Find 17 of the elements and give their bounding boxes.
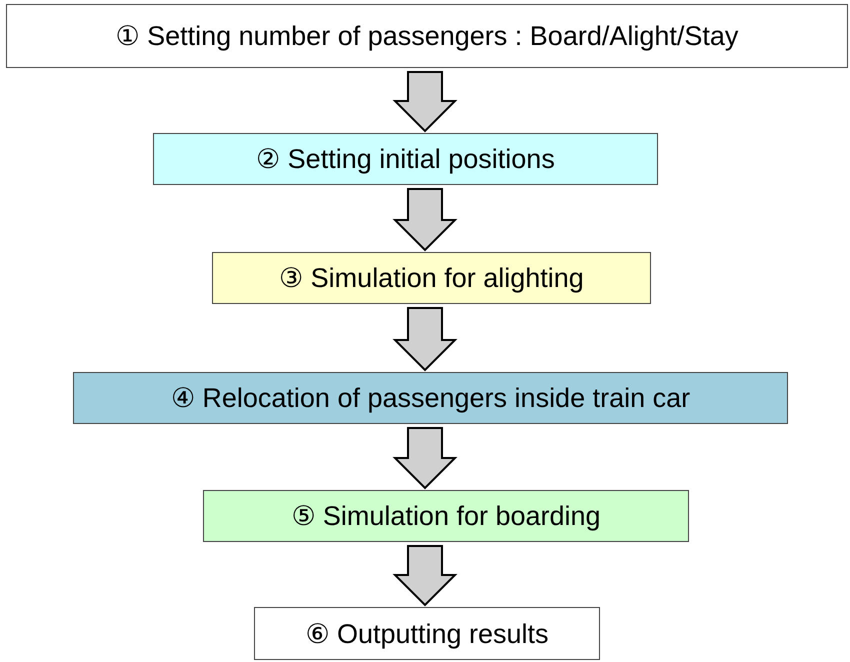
- step-label: ② Setting initial positions: [256, 143, 555, 175]
- block-arrow: [392, 71, 458, 132]
- block-arrow: [392, 427, 458, 490]
- step-label: ④ Relocation of passengers inside train car: [170, 382, 690, 414]
- step-label: ③ Simulation for alighting: [279, 262, 584, 294]
- step-label: ⑥ Outputting results: [305, 618, 549, 650]
- step-label: ① Setting number of passengers : Board/Alight/Stay: [116, 20, 738, 52]
- process-box: [212, 252, 651, 304]
- step-label: ⑤ Simulation for boarding: [291, 500, 601, 532]
- process-box: [254, 607, 600, 660]
- block-arrow: [392, 307, 458, 372]
- process-box: [153, 133, 658, 185]
- process-box: [6, 4, 848, 68]
- block-arrow: [392, 545, 458, 606]
- process-box: [203, 490, 689, 542]
- process-box: [73, 372, 788, 424]
- block-arrow: [392, 188, 458, 252]
